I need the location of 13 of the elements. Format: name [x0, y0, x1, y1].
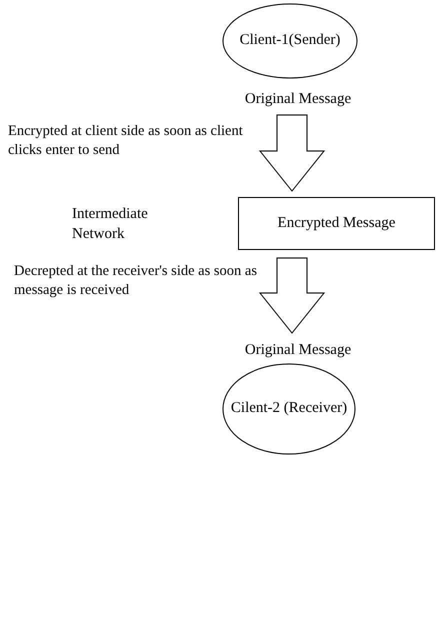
message-label: Original Message — [244, 341, 352, 360]
block-arrow — [258, 114, 326, 192]
message-label: Original Message — [244, 90, 352, 109]
ellipse-node — [222, 363, 356, 455]
node-text: Cilent-2 (Receiver) — [230, 399, 348, 418]
block-arrow — [258, 258, 326, 334]
process-box — [238, 197, 435, 250]
edge-label: Decrepted at the receiver's side as soon as message is received — [14, 262, 258, 300]
edge-label: Encrypted at client side as soon as client clicks enter to send — [8, 122, 244, 160]
ellipse-node — [222, 3, 358, 79]
network-label: Intermediate Network — [72, 205, 149, 244]
node-text: Client-1(Sender) — [240, 31, 340, 50]
node-text: Encrypted Message — [278, 214, 396, 233]
